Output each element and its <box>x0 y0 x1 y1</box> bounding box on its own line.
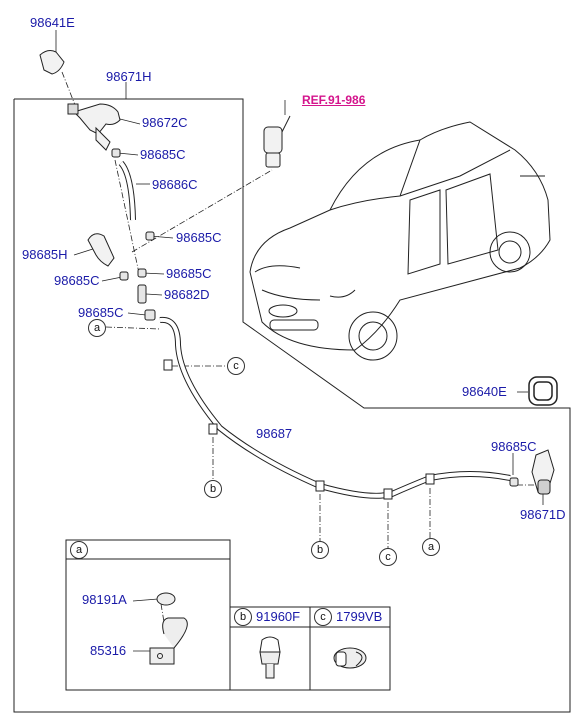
label-98685C-3: 98685C <box>54 273 100 288</box>
label-98685C-4: 98685C <box>166 266 212 281</box>
clip-1799VB <box>333 647 367 669</box>
callout-b-2: b <box>311 541 329 559</box>
bracket-85316 <box>149 617 188 665</box>
washer-pump <box>263 115 291 168</box>
washer-nozzle <box>67 103 121 151</box>
label-98672C: 98672C <box>142 115 188 130</box>
callout-c-1: c <box>227 357 245 375</box>
check-valve <box>137 284 147 304</box>
callout-b-1: b <box>204 480 222 498</box>
grommet-98191A <box>156 592 176 606</box>
label-98191A: 98191A <box>82 592 127 607</box>
legend-c-badge: c <box>314 608 332 626</box>
label-98685H: 98685H <box>22 247 68 262</box>
hose-clips <box>111 148 519 487</box>
legend-b-badge: b <box>234 608 252 626</box>
label-98687: 98687 <box>256 426 293 441</box>
callout-c-2: c <box>379 548 397 566</box>
legend-box-a <box>65 539 231 691</box>
label-98685C-1: 98685C <box>140 147 186 162</box>
ref-label[interactable]: REF.91-986 <box>302 93 366 107</box>
hose-connector-98685H <box>87 233 115 267</box>
clip-91960F <box>259 636 281 679</box>
label-98685C-6: 98685C <box>491 439 537 454</box>
label-98685C-2: 98685C <box>176 230 222 245</box>
label-98671D: 98671D <box>520 507 566 522</box>
label-91960F: 91960F <box>256 609 301 624</box>
callout-a-1: a <box>88 319 106 337</box>
label-98641E: 98641E <box>30 15 75 30</box>
assembly-outline <box>13 98 571 713</box>
label-98671H: 98671H <box>106 69 152 84</box>
label-98682D: 98682D <box>164 287 210 302</box>
legend-box-c <box>309 606 391 691</box>
legend-a-badge: a <box>70 541 88 559</box>
callout-a-2: a <box>422 538 440 556</box>
label-98686C: 98686C <box>152 177 198 192</box>
right-nozzle-cap <box>528 376 558 406</box>
right-nozzle <box>531 449 555 495</box>
label-85316: 85316 <box>90 643 127 658</box>
label-98685C-5: 98685C <box>78 305 124 320</box>
label-1799VB: 1799VB <box>336 609 383 624</box>
label-98640E: 98640E <box>462 384 507 399</box>
washer-nozzle-cap <box>39 50 65 75</box>
vehicle-illustration <box>249 121 551 361</box>
